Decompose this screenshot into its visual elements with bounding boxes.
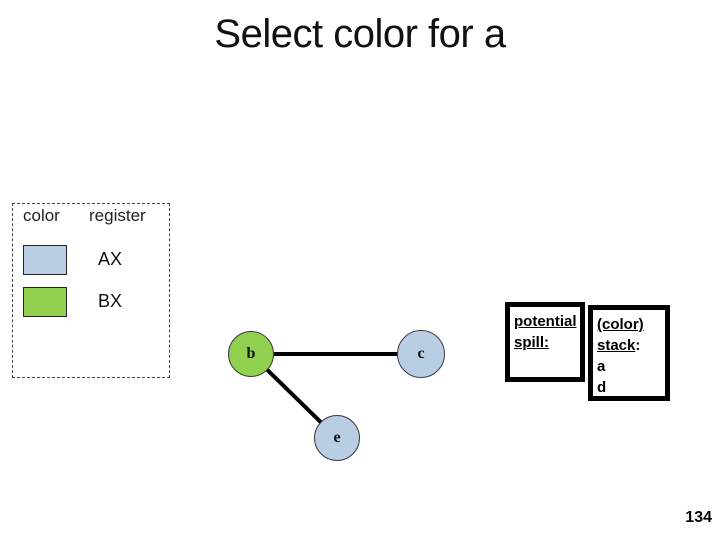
- graph-edge-b-c: [251, 352, 421, 356]
- potential-spill-box: potential spill:: [505, 302, 585, 382]
- spill-box-line2: spill:: [514, 334, 550, 351]
- graph-node-b: b: [228, 331, 274, 377]
- legend-header-color: color: [23, 206, 60, 225]
- stack-box-stack-word: stack: [597, 337, 636, 354]
- graph-node-e: e: [314, 415, 360, 461]
- color-swatch-ax: [23, 245, 67, 275]
- legend-header-register: register: [89, 206, 146, 225]
- legend-box: [12, 203, 170, 378]
- stack-item-d: d: [597, 379, 607, 396]
- color-stack-box: (color) stack: a d: [588, 305, 670, 401]
- spill-box-line1: potential: [514, 313, 577, 330]
- graph-node-e-label: e: [333, 429, 341, 446]
- graph-node-c: c: [397, 330, 445, 378]
- stack-box-line1: (color): [597, 316, 644, 333]
- page-number: 134: [685, 509, 712, 526]
- color-swatch-bx: [23, 287, 67, 317]
- register-label-bx: BX: [98, 291, 123, 311]
- stack-item-a: a: [597, 358, 606, 375]
- graph-node-b-label: b: [246, 345, 256, 362]
- slide-title: Select color for a: [214, 12, 506, 56]
- graph-node-c-label: c: [417, 345, 425, 362]
- stack-box-colon: :: [635, 337, 641, 354]
- register-label-ax: AX: [98, 249, 123, 269]
